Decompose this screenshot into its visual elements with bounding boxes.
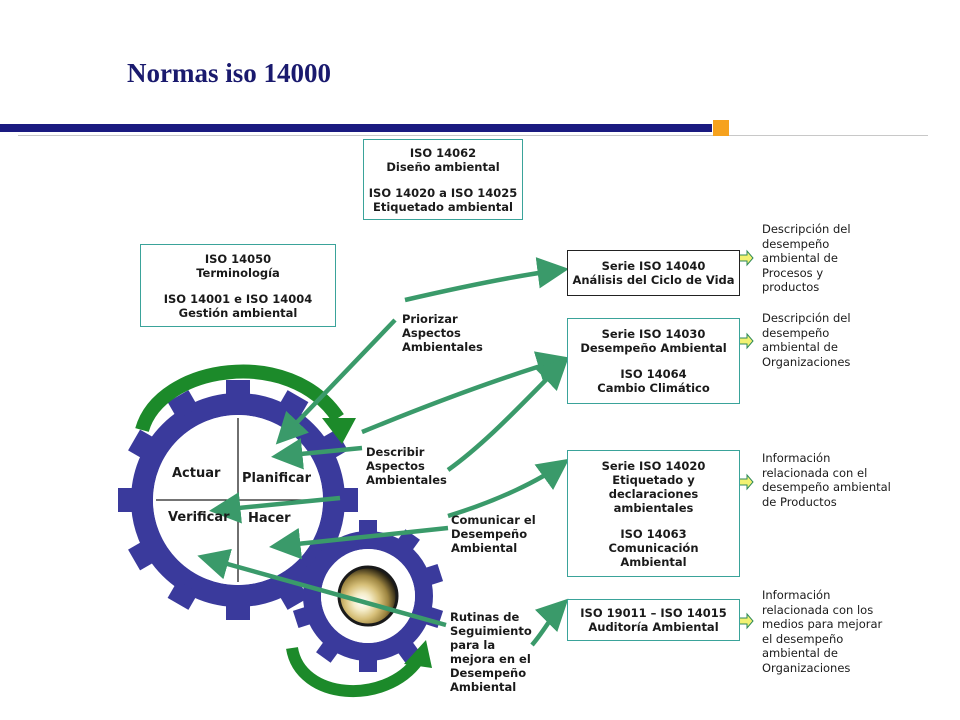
label-line: Ambiental: [450, 680, 517, 694]
box-serie-iso-14040: Serie ISO 14040 Análisis del Ciclo de Vi…: [567, 250, 740, 296]
box-line: ambientales: [613, 500, 694, 515]
desc-line: relacionada con el: [762, 465, 868, 480]
box-line: Etiquetado ambiental: [372, 199, 513, 214]
arrow-describir-planificar: [271, 438, 363, 470]
desc-line: el desempeño: [762, 631, 844, 646]
pointer-arrow-2-icon: [738, 332, 754, 350]
box-line: Serie ISO 14040: [601, 259, 706, 273]
label-priorizar: Priorizar Aspectos Ambientales: [402, 312, 483, 354]
arrow-priorizar-planificar: [275, 318, 397, 445]
box-line: ISO 14001 e ISO 14004: [163, 291, 313, 306]
desc-line: relacionada con los: [762, 602, 874, 617]
page-title: Normas iso 14000: [127, 58, 331, 88]
label-line: Seguimiento: [450, 624, 532, 638]
box-line: Auditoría Ambiental: [588, 620, 719, 634]
box-line: Desempeño Ambiental: [580, 341, 727, 355]
title-rule-thin-right: [712, 135, 928, 136]
label-line: Desempeño: [450, 666, 527, 680]
label-line: Desempeño: [451, 527, 528, 541]
desc-line: desempeño: [762, 325, 830, 340]
pdca-verificar: Verificar: [168, 510, 230, 525]
pdca-hacer: Hacer: [248, 511, 291, 526]
cycle-arrow-bottom-icon: [286, 640, 432, 697]
box-line: ISO 14062: [409, 145, 477, 160]
title-rule-thin: [18, 135, 712, 136]
arrow-comunicar-r3: [447, 458, 570, 519]
arrow-describir-r2b: [446, 357, 569, 472]
desc-line: Procesos y: [762, 265, 824, 280]
arrow-describir-verificar: [209, 492, 341, 524]
label-rutinas: Rutinas de Seguimiento para la mejora en…: [450, 610, 532, 694]
desc-line: ambiental de: [762, 646, 838, 660]
label-line: Describir: [366, 445, 425, 459]
box-line: Terminología: [196, 265, 280, 280]
desc-line: ambiental de: [762, 340, 838, 354]
desc-line: Organizaciones: [762, 354, 851, 369]
box-iso-19011: ISO 19011 – ISO 14015 Auditoría Ambienta…: [567, 599, 740, 641]
arrow-rutinas-verificar: [197, 548, 447, 628]
desc-line: de Productos: [762, 494, 837, 509]
label-comunicar: Comunicar el Desempeño Ambiental: [451, 513, 536, 555]
box-iso-14050: ISO 14050 Terminología ISO 14001 e ISO 1…: [140, 244, 336, 327]
description-4: Información relacionada con los medios p…: [762, 588, 882, 675]
cycle-arrow-top-icon: [135, 364, 356, 444]
box-line: ISO 14050: [204, 251, 272, 266]
pdca-planificar: Planificar: [242, 471, 311, 486]
label-line: Ambiental: [451, 541, 518, 555]
arrow-rutinas-r4: [530, 598, 569, 647]
box-line: ISO 14020 a ISO 14025: [368, 185, 518, 200]
pdca-actuar: Actuar: [172, 466, 221, 481]
desc-line: Información: [762, 588, 831, 602]
label-describir: Describir Aspectos Ambientales: [366, 445, 447, 487]
box-line: declaraciones: [608, 486, 699, 501]
box-line: ISO 14063: [620, 526, 687, 541]
box-serie-iso-14020: Serie ISO 14020 Etiquetado y declaracion…: [567, 450, 740, 577]
desc-line: ambiental de: [762, 251, 838, 265]
box-line: Serie ISO 14030: [601, 327, 706, 341]
box-line: Diseño ambiental: [386, 159, 500, 174]
desc-line: desempeño ambiental: [762, 480, 891, 494]
pointer-arrow-3-icon: [738, 473, 754, 491]
box-line: Serie ISO 14020: [601, 458, 706, 473]
desc-line: desempeño: [762, 236, 830, 251]
box-serie-iso-14030: Serie ISO 14030 Desempeño Ambiental ISO …: [567, 318, 740, 404]
label-line: Priorizar: [402, 312, 458, 326]
connector-arrows: [197, 257, 570, 647]
description-3: Información relacionada con el desempeño…: [762, 451, 891, 509]
label-line: Rutinas de: [450, 610, 520, 624]
box-line: Ambiental: [620, 554, 687, 569]
box-line: Comunicación: [608, 540, 699, 555]
label-line: Aspectos: [366, 459, 425, 473]
desc-line: Organizaciones: [762, 660, 851, 675]
box-line: Análisis del Ciclo de Vida: [572, 273, 735, 287]
description-1: Descripción del desempeño ambiental de P…: [762, 222, 851, 295]
label-line: mejora en el: [450, 652, 531, 666]
box-iso-14062: ISO 14062 Diseño ambiental ISO 14020 a I…: [363, 139, 523, 220]
box-line: Gestión ambiental: [178, 305, 298, 320]
label-line: Ambientales: [402, 340, 483, 354]
pointer-arrows: [738, 249, 754, 630]
box-line: Cambio Climático: [597, 381, 710, 395]
title-rule: [0, 124, 712, 132]
label-line: Ambientales: [366, 473, 447, 487]
pointer-arrow-1-icon: [738, 249, 754, 267]
pointer-arrow-4-icon: [738, 612, 754, 630]
label-line: Aspectos: [402, 326, 461, 340]
desc-line: productos: [762, 280, 820, 294]
label-line: para la: [450, 638, 496, 652]
desc-line: Información: [762, 451, 831, 465]
box-line: ISO 19011 – ISO 14015: [580, 606, 727, 620]
box-line: Etiquetado y: [612, 472, 695, 487]
accent-square: [713, 120, 729, 136]
desc-line: medios para mejorar: [762, 617, 883, 631]
label-line: Comunicar el: [451, 513, 536, 527]
desc-line: Descripción del: [762, 222, 851, 236]
box-line: ISO 14064: [620, 367, 687, 381]
arrow-comunicar-hacer: [269, 525, 449, 560]
arrow-priorizar-r1: [404, 257, 569, 303]
desc-line: Descripción del: [762, 311, 851, 325]
description-2: Descripción del desempeño ambiental de O…: [762, 311, 851, 369]
